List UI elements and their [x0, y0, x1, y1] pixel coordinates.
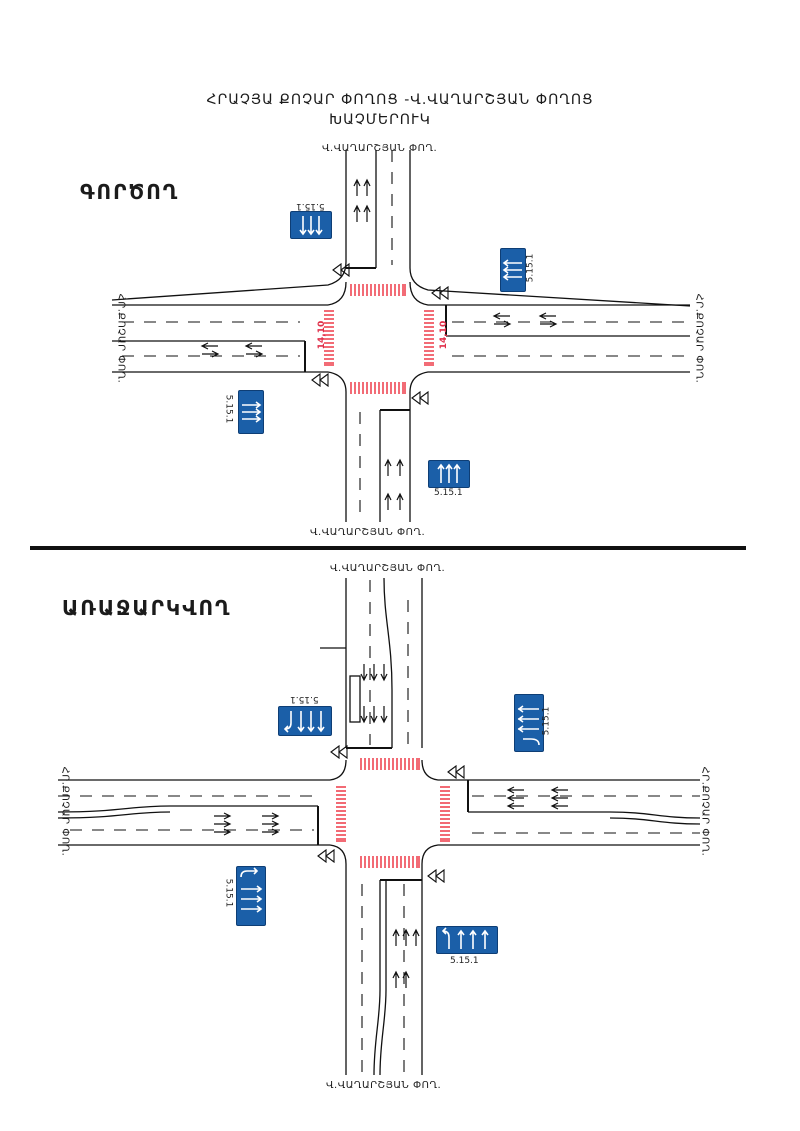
- proposed-street-right: ՀՐ.ՔՈՉԱՐ ՓՈՂ.: [699, 766, 711, 857]
- page-subtitle: ԽԱՉՄԵՐՈՒԿ: [329, 112, 431, 128]
- proposed-sign-east: [514, 694, 544, 752]
- proposed-street-left: ՀՐ.ՔՈՉԱՐ ՓՈՂ.: [59, 766, 71, 857]
- existing-sign-north: [290, 211, 332, 239]
- proposed-sign-west: [236, 866, 266, 926]
- page-title: ՀՐԱՉՅԱ ՔՈՉԱՐ ՓՈՂՈՑ -Վ.ՎԱՂԱՐՇՅԱՆ ՓՈՂՈՑ: [206, 92, 594, 108]
- proposed-sign-code-north: 5.15.1: [290, 694, 319, 704]
- section-divider: [30, 546, 746, 550]
- lane-direction-icon: [283, 711, 325, 733]
- existing-street-bottom: Վ.ՎԱՂԱՐՇՅԱՆ ՓՈՂ.: [310, 527, 426, 538]
- proposed-sign-code-south: 5.15.1: [450, 956, 479, 966]
- lane-direction-icon: [242, 401, 262, 423]
- existing-sign-west: [238, 390, 264, 434]
- proposed-sign-north: [278, 706, 332, 736]
- proposed-sign-south: [436, 926, 498, 954]
- existing-sign-south: [428, 460, 470, 488]
- lane-direction-icon: [517, 705, 540, 746]
- lane-direction-icon: [502, 259, 522, 281]
- proposed-street-bottom: Վ.ՎԱՂԱՐՇՅԱՆ ՓՈՂ.: [326, 1080, 442, 1091]
- proposed-section-label: ԱՌԱՋԱՐԿՎՈՂ: [62, 596, 232, 620]
- lane-direction-icon: [299, 216, 323, 236]
- existing-sign-code-south: 5.15.1: [434, 488, 463, 498]
- lane-direction-icon: [441, 927, 489, 949]
- lane-direction-icon: [437, 463, 461, 483]
- proposed-street-top: Վ.ՎԱՂԱՐՇՅԱՆ ՓՈՂ.: [330, 563, 446, 574]
- existing-section-label: ԳՈՐԾՈՂ: [80, 180, 180, 204]
- lane-direction-icon: [240, 867, 263, 913]
- proposed-sign-code-west: 5.15.1: [223, 878, 234, 908]
- existing-sign-east: [500, 248, 526, 292]
- proposed-sign-code-east: 5.15.1: [541, 706, 552, 736]
- existing-street-top: Վ.ՎԱՂԱՐՇՅԱՆ ՓՈՂ.: [322, 143, 438, 154]
